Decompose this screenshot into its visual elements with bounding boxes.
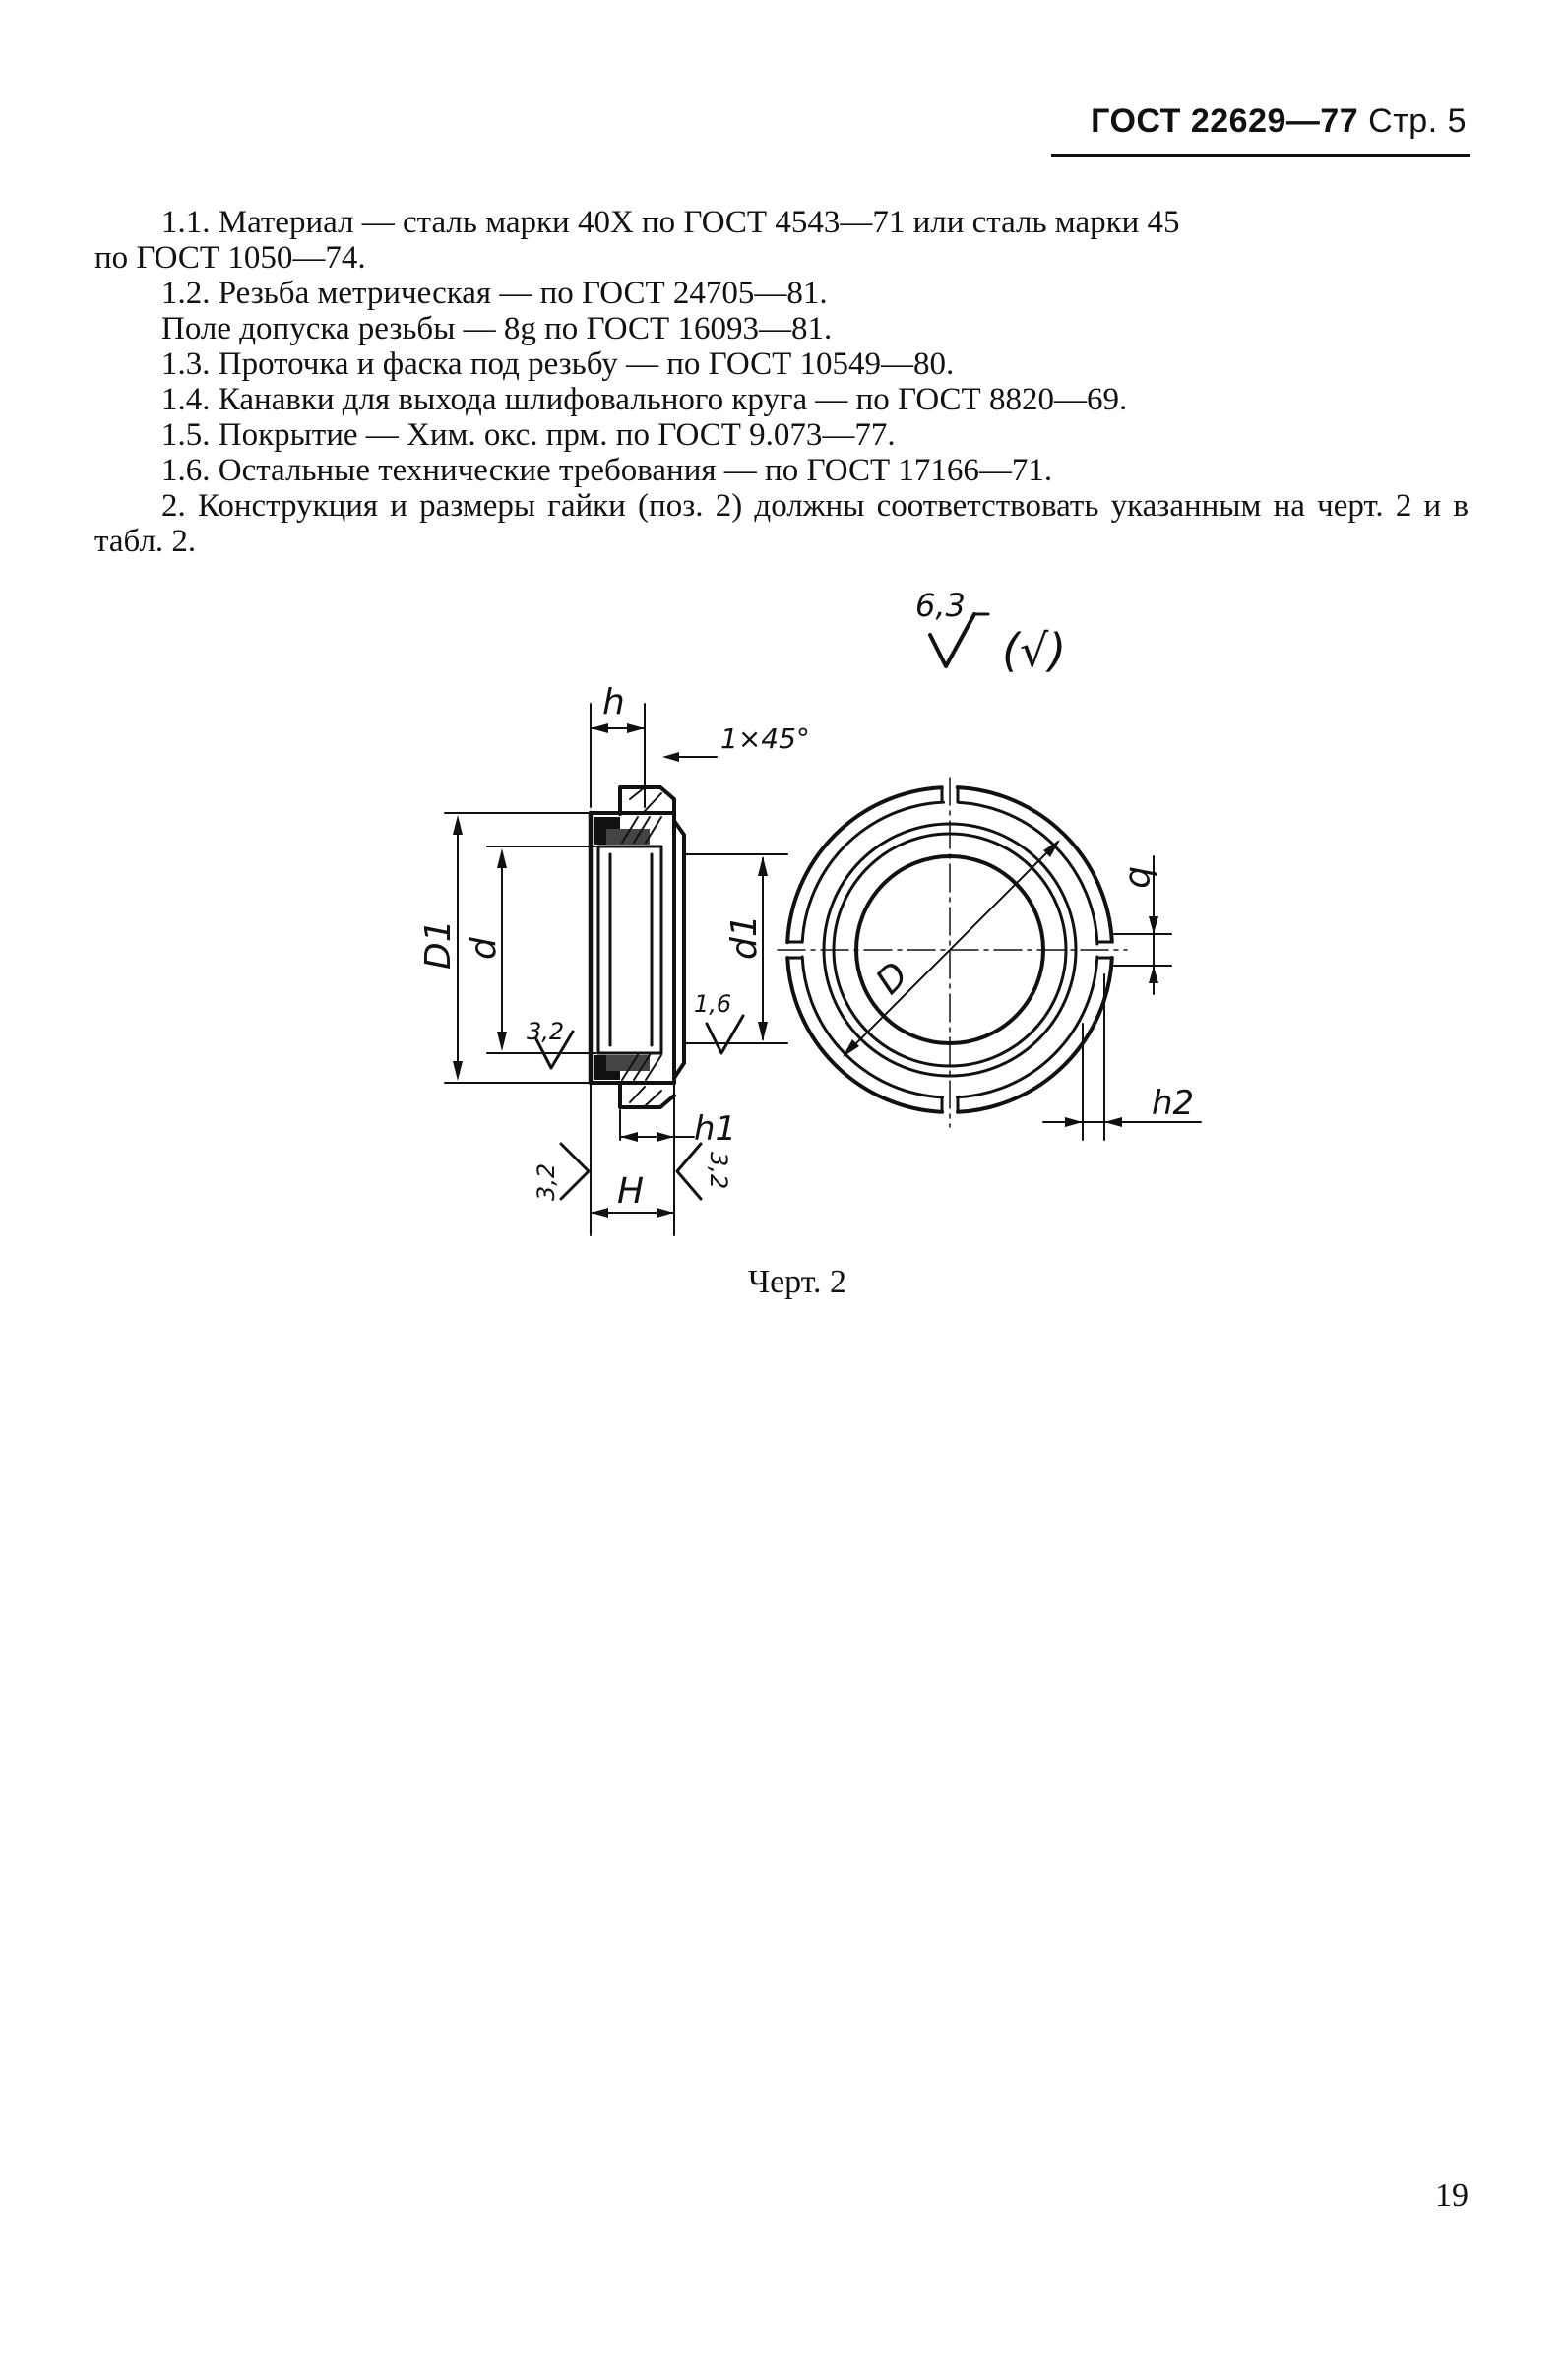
label-roughness-left: 3,2 xyxy=(532,1163,560,1201)
paragraph-1-4: 1.4. Канавки для выхода шлифовального кр… xyxy=(161,382,1128,417)
paragraph-1-5: 1.5. Покрытие — Хим. окс. прм. по ГОСТ 9… xyxy=(161,417,896,453)
paragraph-1-2: 1.2. Резьба метрическая — по ГОСТ 24705—… xyxy=(161,276,828,311)
roughness-general-value: 6,3 xyxy=(915,587,966,624)
paragraph-1-1: 1.1. Материал — сталь марки 40Х по ГОСТ … xyxy=(161,205,1180,240)
nut-front-view xyxy=(777,777,1202,1141)
label-roughness-right: 3,2 xyxy=(705,1152,732,1189)
label-roughness-1-6: 1,6 xyxy=(694,990,731,1018)
label-D: D xyxy=(868,955,916,1003)
header-standard: ГОСТ 22629—77 xyxy=(1091,102,1359,140)
label-H: H xyxy=(617,1171,644,1212)
paragraph-1-2-tolerance: Поле допуска резьбы — 8g по ГОСТ 16093—8… xyxy=(161,311,833,346)
page-number: 19 xyxy=(1435,2177,1469,2214)
requirements-text: 1.1. Материал — сталь марки 40Х по ГОСТ … xyxy=(94,205,1469,559)
label-chamfer: 1×45° xyxy=(720,722,810,755)
label-d: d xyxy=(464,936,504,960)
paragraph-2: 2. Конструкция и размеры гайки (поз. 2) … xyxy=(94,488,1469,559)
nut-drawing: 6,3 (√) xyxy=(418,587,1202,1236)
paragraph-1-6: 1.6. Остальные технические требования — … xyxy=(161,453,1053,488)
label-h1: h1 xyxy=(694,1109,736,1149)
figure-caption: Черт. 2 xyxy=(747,1264,847,1300)
label-h2: h2 xyxy=(1152,1084,1194,1123)
roughness-general-suffix: (√) xyxy=(1002,624,1066,677)
header-page-label: Стр. 5 xyxy=(1368,102,1467,140)
header-rule xyxy=(1051,154,1470,157)
label-b: b xyxy=(1121,866,1161,889)
page-header: ГОСТ 22629—77 Стр. 5 xyxy=(1024,102,1467,159)
paragraph-1-3: 1.3. Проточка и фаска под резьбу — по ГО… xyxy=(161,346,955,382)
label-h: h xyxy=(602,682,625,722)
paragraph-1-1-cont: по ГОСТ 1050—74. xyxy=(94,240,366,276)
label-roughness-inner: 3,2 xyxy=(527,1018,564,1045)
label-D1: D1 xyxy=(418,919,459,970)
label-d1: d1 xyxy=(724,914,765,960)
roughness-general-symbol: 6,3 (√) xyxy=(915,587,1066,677)
nut-side-view xyxy=(444,703,788,1236)
